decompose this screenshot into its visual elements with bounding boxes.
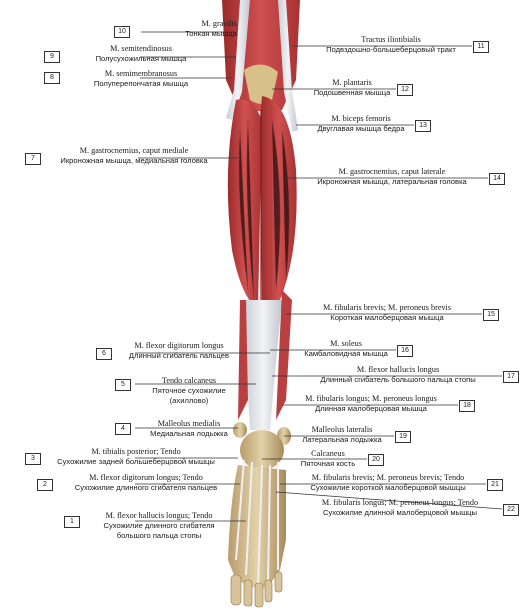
label-malleolus-medialis: Malleolus medialis Медиальная лодыжка	[150, 419, 228, 438]
label-number-22: 22	[503, 504, 519, 516]
label-number-20: 20	[368, 454, 384, 466]
label-calcaneus: Calcaneus Пяточная кость	[300, 449, 356, 468]
label-tibialis-posterior-tendon: M. tibialis posterior; Tendo Сухожилие з…	[57, 447, 215, 466]
label-number-10: 10	[114, 26, 130, 38]
label-fibularis-longus: M. fibularis longus; M. peroneus longus …	[305, 394, 437, 413]
label-number-6: 6	[96, 348, 112, 360]
calcaneus-bone	[240, 430, 284, 470]
foot-bones	[228, 465, 286, 590]
label-fibularis-longus-tendon: M. fibularis longus; M. peroneus longus;…	[321, 498, 479, 517]
label-tendo-calcaneus: Tendo calcaneus Пяточное сухожилие (ахил…	[152, 376, 226, 405]
gastrocnemius-medial-head	[227, 99, 262, 308]
semitendinosus-tendon	[226, 0, 250, 120]
label-number-3: 3	[25, 453, 41, 465]
label-number-4: 4	[115, 423, 131, 435]
label-flexor-digitorum-tendon: M. flexor digitorum longus; Tendo Сухожи…	[74, 473, 218, 492]
label-gastrocnemius-medial: M. gastrocnemius, caput mediale Икроножн…	[60, 146, 208, 165]
label-number-7: 7	[25, 153, 41, 165]
label-number-12: 12	[397, 84, 413, 96]
label-fibularis-brevis: M. fibularis brevis; M. peroneus brevis …	[322, 303, 452, 322]
label-flexor-hallucis-longus: M. flexor hallucis longus Длинный сгибат…	[320, 365, 476, 384]
medial-malleolus	[233, 422, 247, 438]
leader-lines	[135, 31, 503, 522]
label-number-8: 8	[44, 72, 60, 84]
label-number-1: 1	[64, 516, 80, 528]
label-number-14: 14	[489, 173, 505, 185]
calcaneal-tendon	[244, 300, 282, 430]
label-flexor-digitorum-longus: M. flexor digitorum longus Длинный сгиба…	[128, 341, 230, 360]
label-number-5: 5	[115, 379, 131, 391]
foot-tendons	[235, 459, 279, 586]
flexor-digitorum-muscle	[238, 300, 248, 420]
label-number-2: 2	[37, 479, 53, 491]
label-number-17: 17	[503, 371, 519, 383]
label-number-19: 19	[395, 431, 411, 443]
label-fibularis-brevis-tendon: M. fibularis brevis; M. peroneus brevis;…	[310, 473, 466, 492]
label-flexor-hallucis-tendon: M. flexor hallucis longus; Tendo Сухожил…	[103, 511, 215, 540]
popliteal-fossa	[244, 64, 278, 104]
label-number-15: 15	[483, 309, 499, 321]
label-gastrocnemius-lateral: M. gastrocnemius, caput laterale Икронож…	[317, 167, 467, 186]
label-gracilis: M. gracilis Тонкая мышца	[185, 19, 237, 38]
peroneus-muscles	[276, 290, 292, 420]
label-number-21: 21	[487, 479, 503, 491]
iliotibial-tract	[278, 0, 298, 132]
label-semimembranosus: M. semimembranosus Полуперепончатая мышц…	[93, 69, 189, 88]
label-soleus: M. soleus Камбаловидная мышца	[304, 339, 388, 358]
label-number-16: 16	[397, 345, 413, 357]
label-tractus-iliotibialis: Tractus iliotibialis Подвздошно-большебе…	[326, 35, 456, 54]
label-semitendinosus: M. semitendinosus Полусухожильная мышца	[95, 44, 187, 63]
label-biceps-femoris: M. biceps femoris Двуглавая мышца бедра	[317, 114, 405, 133]
label-number-11: 11	[473, 41, 489, 53]
toes	[230, 571, 283, 608]
label-number-9: 9	[44, 51, 60, 63]
label-plantaris: M. plantaris Подошвенная мышца	[313, 78, 391, 97]
label-malleolus-lateralis: Malleolus lateralis Латеральная лодыжка	[302, 425, 382, 444]
label-number-13: 13	[415, 120, 431, 132]
label-number-18: 18	[459, 400, 475, 412]
